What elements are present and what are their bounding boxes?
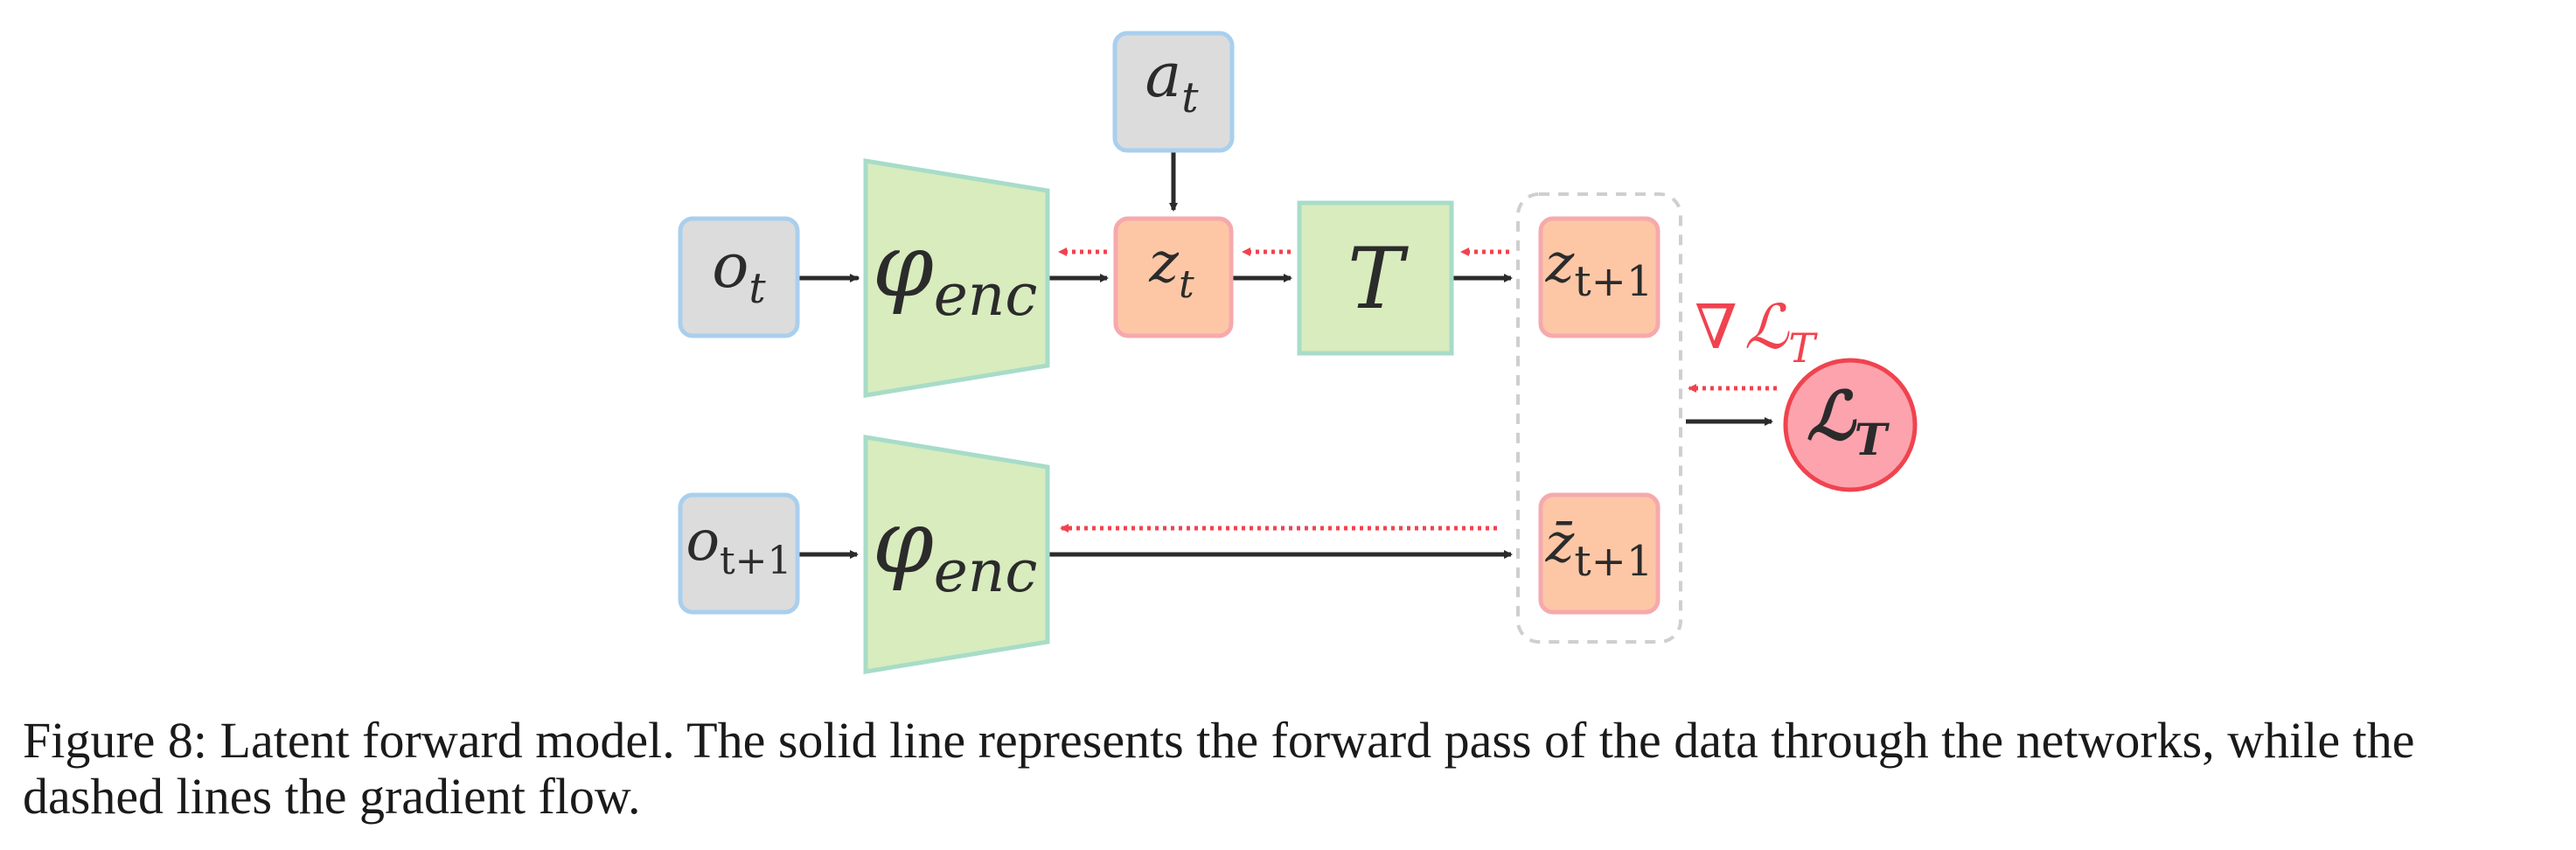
caption-line-1: Figure 8: Latent forward model. The soli…: [23, 712, 2415, 769]
latent-target-group: [1516, 192, 1682, 644]
transition-model-T-node: T: [1297, 200, 1454, 356]
encoder-phi-bottom: φenc: [863, 435, 1050, 674]
svg-text:zt: zt: [1148, 231, 1194, 307]
svg-text:∇ℒT: ∇ℒT: [1695, 291, 1818, 372]
svg-text:T: T: [1347, 230, 1409, 328]
gradient-loss-label: ∇ℒT: [1695, 291, 1818, 372]
target-latent-zbar-t1-node: z̄t+1: [1538, 492, 1660, 615]
caption-line-2: dashed lines the gradient flow.: [23, 768, 641, 825]
svg-text:φenc: φenc: [873, 491, 1038, 605]
loss-LT-node: ℒT: [1783, 358, 1918, 492]
observation-ot-node: ot: [678, 216, 800, 338]
latent-forward-model-diagram: ot φenc at zt T zt+1 ot+1: [678, 31, 1918, 674]
observation-ot1-node: ot+1: [678, 492, 800, 615]
encoder-phi-top: φenc: [863, 158, 1050, 398]
figure-caption: Figure 8: Latent forward model. The soli…: [23, 713, 2567, 825]
svg-text:zt+1: zt+1: [1545, 231, 1654, 306]
forward-pass-arrows: [795, 150, 1773, 559]
svg-text:φenc: φenc: [873, 214, 1038, 329]
action-at-node: at: [1112, 31, 1235, 153]
latent-zt1-node: zt+1: [1538, 216, 1660, 338]
svg-text:z̄t+1: z̄t+1: [1545, 511, 1654, 586]
svg-text:ℒT: ℒT: [1807, 377, 1890, 465]
latent-zt-node: zt: [1113, 216, 1234, 338]
svg-text:ot+1: ot+1: [686, 509, 791, 583]
svg-text:at: at: [1145, 39, 1199, 122]
svg-text:ot: ot: [712, 230, 766, 313]
gradient-flow-arrows: [1058, 247, 1777, 533]
